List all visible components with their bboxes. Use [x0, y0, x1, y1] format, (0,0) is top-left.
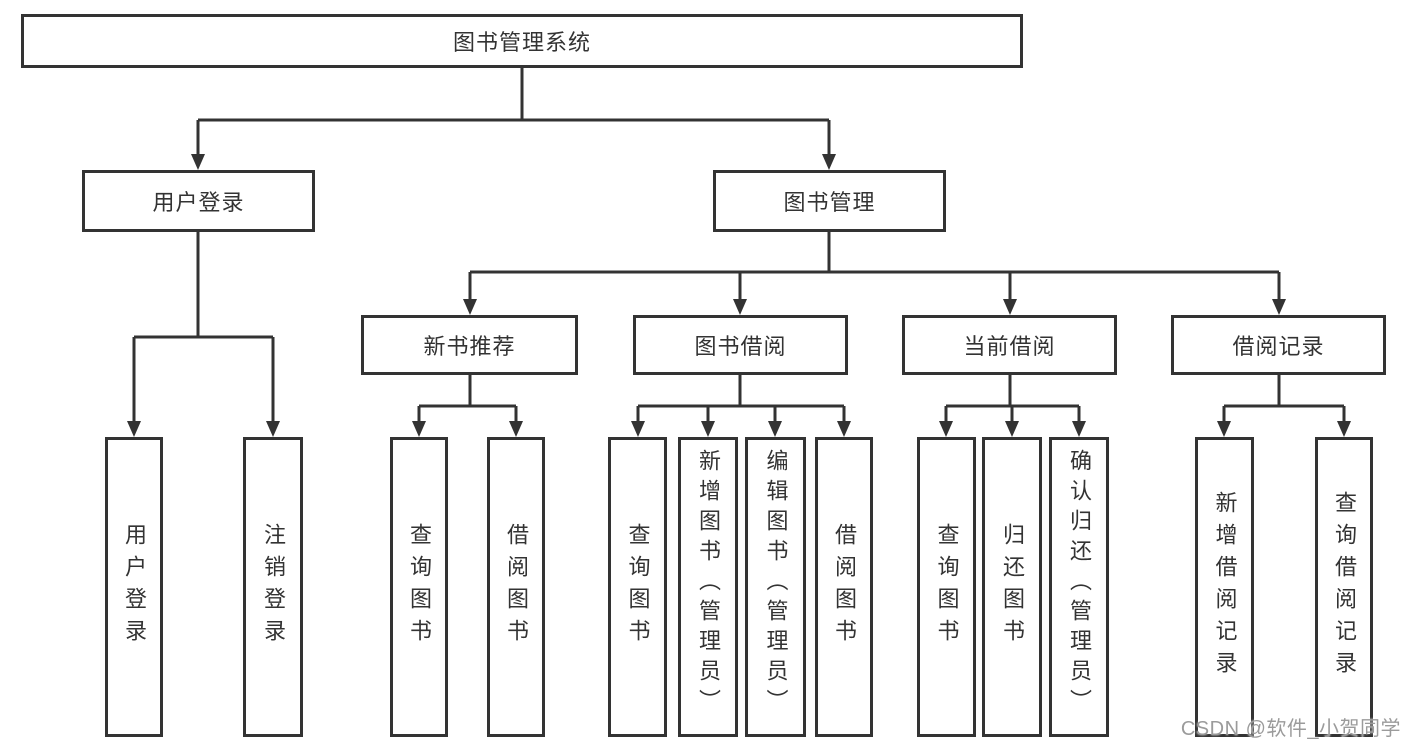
leaf-query-books-borrow: 查询图书 — [608, 437, 667, 737]
node-borrow-records: 借阅记录 — [1171, 315, 1386, 375]
leaf-label: 查询图书 — [407, 523, 432, 651]
leaf-return-book: 归还图书 — [982, 437, 1042, 737]
leaf-logout: 注销登录 — [243, 437, 303, 737]
node-user-login: 用户登录 — [82, 170, 315, 232]
leaf-query-borrow-record: 查询借阅记录 — [1315, 437, 1373, 737]
leaf-label: 借阅图书 — [504, 523, 529, 651]
leaf-label: 注销登录 — [261, 523, 286, 651]
node-book-borrow: 图书借阅 — [633, 315, 848, 375]
leaf-label: 新增借阅记录 — [1212, 491, 1238, 683]
leaf-label: 查询图书 — [625, 523, 651, 651]
node-new-book-recommend: 新书推荐 — [361, 315, 578, 375]
csdn-watermark: CSDN @软件_小贺同学 — [1180, 718, 1401, 740]
leaf-label: 归还图书 — [1000, 523, 1025, 651]
leaf-confirm-return-admin: 确认归还（管理员） — [1049, 437, 1109, 737]
leaf-user-login: 用户登录 — [105, 437, 163, 737]
leaf-edit-book-admin: 编辑图书（管理员） — [745, 437, 806, 737]
leaf-borrow-books-recommend: 借阅图书 — [487, 437, 545, 737]
leaf-label: 确认归还（管理员） — [1067, 449, 1092, 719]
leaf-add-book-admin: 新增图书（管理员） — [678, 437, 738, 737]
leaf-add-borrow-record: 新增借阅记录 — [1195, 437, 1254, 737]
leaf-label: 查询图书 — [934, 523, 960, 651]
leaf-label: 用户登录 — [122, 523, 147, 651]
node-current-borrow: 当前借阅 — [902, 315, 1117, 375]
leaf-query-books-recommend: 查询图书 — [390, 437, 448, 737]
leaf-label: 新增图书（管理员） — [696, 449, 721, 719]
node-library-system: 图书管理系统 — [21, 14, 1023, 68]
leaf-label: 编辑图书（管理员） — [763, 449, 789, 719]
leaf-borrow-books: 借阅图书 — [815, 437, 873, 737]
node-book-management: 图书管理 — [713, 170, 946, 232]
leaf-query-books-current: 查询图书 — [917, 437, 976, 737]
leaf-label: 借阅图书 — [832, 523, 857, 651]
leaf-label: 查询借阅记录 — [1332, 491, 1357, 683]
connector-lines — [132, 68, 1346, 424]
